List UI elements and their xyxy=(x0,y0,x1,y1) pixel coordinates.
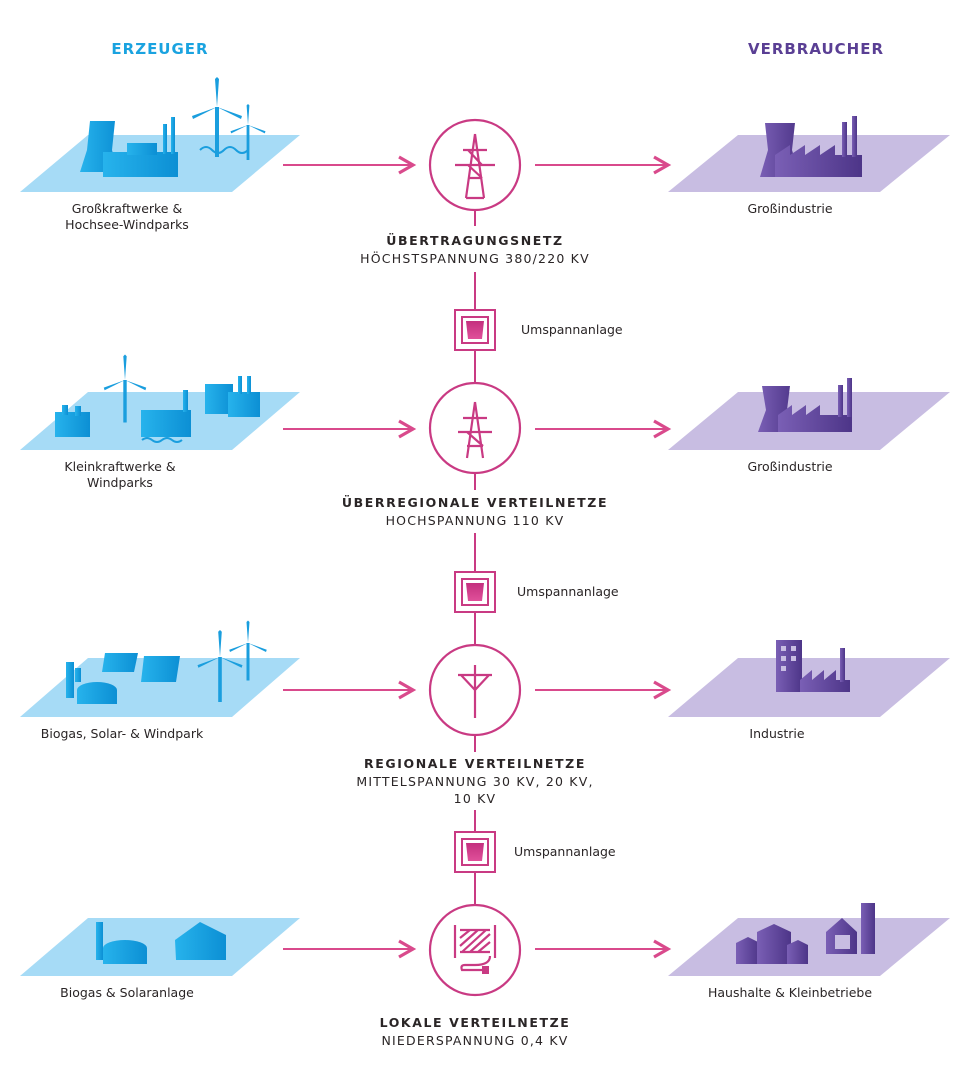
consumers-header: VERBRAUCHER xyxy=(747,40,885,58)
biogas-solar-wind-icon xyxy=(66,620,267,704)
substation-icon xyxy=(454,831,496,873)
small-power-plant-icon xyxy=(55,354,260,443)
consumer-label: Industrie xyxy=(749,726,805,741)
substation-label: Umspannanlage xyxy=(517,584,619,599)
producer-label: Biogas, Solar- & Windpark xyxy=(40,726,204,741)
producer-plane xyxy=(20,135,300,976)
tower-icon xyxy=(428,381,522,475)
flow-arrows xyxy=(283,155,672,959)
substation-label: Umspannanlage xyxy=(521,322,623,337)
large-industry-icon xyxy=(758,378,852,432)
grid-level-title: LOKALE VERTEILNETZE xyxy=(379,1015,571,1030)
cable-reel-icon xyxy=(428,903,522,997)
power-plant-icon xyxy=(80,77,266,177)
industry-icon xyxy=(776,640,850,692)
grid-level-voltage: HOCHSPANNUNG 110 KV xyxy=(385,513,565,528)
producer-label: Kleinkraftwerke & Windparks xyxy=(64,459,176,490)
producer-label: Biogas & Solaranlage xyxy=(60,985,194,1000)
houses-icon xyxy=(736,903,875,964)
grid-level-title: REGIONALE VERTEILNETZE xyxy=(364,756,586,771)
large-industry-icon xyxy=(760,116,862,177)
transmission-tower-icon xyxy=(428,118,522,212)
producers-header: ERZEUGER xyxy=(111,40,209,58)
consumer-label: Haushalte & Kleinbetriebe xyxy=(707,985,873,1000)
grid-level-voltage: MITTELSPANNUNG 30 KV, 20 KV, 10 KV xyxy=(356,774,594,806)
grid-level-voltage: NIEDERSPANNUNG 0,4 KV xyxy=(381,1033,569,1048)
consumer-plane xyxy=(668,135,950,976)
grid-level-title: ÜBERREGIONALE VERTEILNETZE xyxy=(341,495,609,510)
substation-icon xyxy=(454,309,496,351)
substation-label: Umspannanlage xyxy=(514,844,616,859)
producer-label: Großkraftwerke & Hochsee-Windparks xyxy=(65,201,189,232)
biogas-solar-icon xyxy=(96,922,226,964)
grid-level-voltage: HÖCHSTSPANNUNG 380/220 KV xyxy=(360,251,590,266)
utility-pole-icon xyxy=(428,643,522,737)
grid-level-title: ÜBERTRAGUNGSNETZ xyxy=(386,233,564,248)
consumer-label: Großindustrie xyxy=(747,201,833,216)
consumer-label: Großindustrie xyxy=(747,459,833,474)
substation-icon xyxy=(454,571,496,613)
